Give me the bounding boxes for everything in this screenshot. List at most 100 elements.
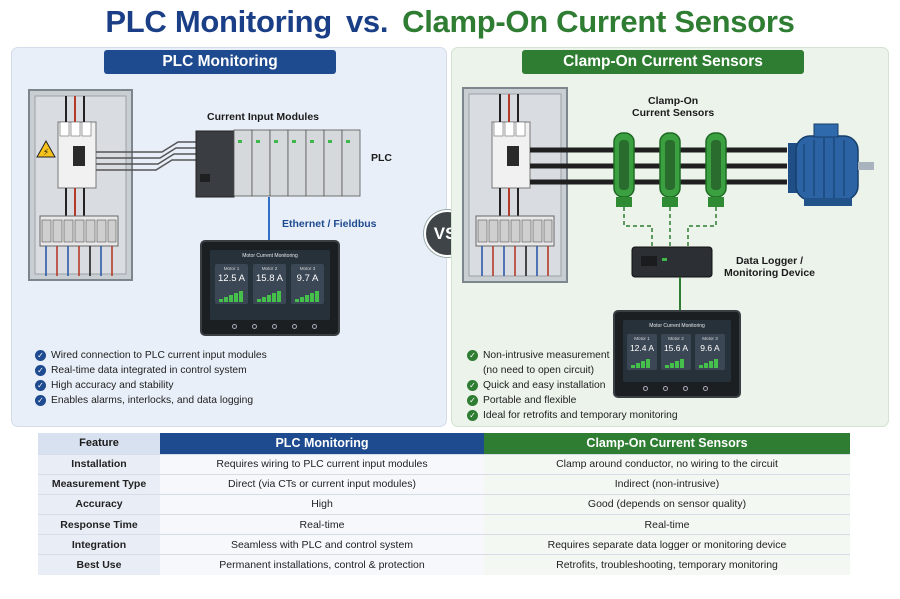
motor-card: Motor 1 12.5 A <box>215 264 248 304</box>
list-item: ✓High accuracy and stability <box>35 378 267 393</box>
feature-cell: Measurement Type <box>38 473 160 495</box>
list-item: ✓Non-intrusive measurement(no need to op… <box>467 348 678 378</box>
feature-cell: Best Use <box>38 554 160 576</box>
title-left: PLC Monitoring <box>105 4 332 39</box>
input-module <box>287 129 307 197</box>
check-icon: ✓ <box>467 380 478 391</box>
check-icon: ✓ <box>35 380 46 391</box>
table-row: Response Time Real-time Real-time <box>38 514 850 535</box>
motor-name: Motor 1 <box>223 266 240 271</box>
motor-current: 12.5 A <box>218 273 245 284</box>
motor-name: Motor 2 <box>668 336 684 341</box>
check-icon: ✓ <box>467 395 478 406</box>
table-row: Measurement Type Direct (via CTs or curr… <box>38 473 850 495</box>
input-module <box>233 129 253 197</box>
input-module <box>269 129 289 197</box>
clamp-sensor <box>659 132 681 207</box>
sensors-label: Clamp-On Current Sensors <box>632 95 715 119</box>
table-row: Integration Seamless with PLC and contro… <box>38 534 850 555</box>
list-item: ✓Ideal for retrofits and temporary monit… <box>467 408 678 423</box>
screen-buttons <box>615 386 739 393</box>
list-item: ✓Wired connection to PLC current input m… <box>35 348 267 363</box>
input-module <box>305 129 325 197</box>
warning-icon <box>36 139 56 158</box>
table-row: Accuracy High Good (depends on sensor qu… <box>38 493 850 515</box>
header-clamp: Clamp-On Current Sensors <box>484 433 850 454</box>
clamp-sensor-illustration <box>462 87 874 311</box>
plc-panel: PLC Monitoring ⚡ <box>11 47 447 427</box>
clamp-cell: Retrofits, troubleshooting, temporary mo… <box>484 554 850 576</box>
list-item: ✓Portable and flexible <box>467 393 678 408</box>
screen-title: Motor Current Monitoring <box>242 253 298 259</box>
plc-panel-header: PLC Monitoring <box>104 50 336 74</box>
clamp-panel: Clamp-On Current Sensors <box>451 47 889 427</box>
clamp-sensor <box>613 132 635 207</box>
clamp-sensor <box>705 132 727 207</box>
list-item: ✓Real-time data integrated in control sy… <box>35 363 267 378</box>
title-vs: vs. <box>345 4 389 39</box>
plc-cell: Seamless with PLC and control system <box>160 534 484 555</box>
motor-current: 15.8 A <box>256 273 283 284</box>
input-module <box>251 129 271 197</box>
electric-motor <box>788 123 874 206</box>
plc-cell: Direct (via CTs or current input modules… <box>160 473 484 495</box>
plc-cpu <box>195 130 235 198</box>
motor-card: Motor 1 12.4 A <box>627 334 657 370</box>
network-label: Ethernet / Fieldbus <box>282 218 377 230</box>
clamp-cell: Good (depends on sensor quality) <box>484 493 850 515</box>
motor-current: 15.6 A <box>663 343 689 353</box>
check-icon: ✓ <box>467 410 478 421</box>
list-item: ✓Quick and easy installation <box>467 378 678 393</box>
motor-card: Motor 2 15.8 A <box>253 264 286 304</box>
clamp-panel-header: Clamp-On Current Sensors <box>522 50 804 74</box>
logger-label: Data Logger / Monitoring Device <box>724 255 816 279</box>
clamp-benefits-list: ✓Non-intrusive measurement(no need to op… <box>467 348 678 423</box>
list-item: ✓Enables alarms, interlocks, and data lo… <box>35 393 267 408</box>
clamp-cell: Real-time <box>484 514 850 535</box>
motor-card: Motor 2 15.6 A <box>661 334 691 370</box>
page-title: PLC Monitoring vs. Clamp-On Current Sensor… <box>0 4 900 40</box>
data-logger <box>631 246 713 278</box>
feature-cell: Response Time <box>38 514 160 535</box>
check-icon: ✓ <box>35 350 46 361</box>
plc-benefits-list: ✓Wired connection to PLC current input m… <box>35 348 267 408</box>
svg-text:⚡: ⚡ <box>43 147 49 157</box>
check-icon: ✓ <box>467 350 478 361</box>
clamp-cell: Indirect (non-intrusive) <box>484 473 850 495</box>
plc-label: PLC <box>371 152 392 164</box>
motor-name: Motor 1 <box>634 336 650 341</box>
clamp-cell: Requires separate data logger or monitor… <box>484 534 850 555</box>
table-row: Best Use Permanent installations, contro… <box>38 554 850 576</box>
modules-label: Current Input Modules <box>207 111 319 123</box>
table-row: Installation Requires wiring to PLC curr… <box>38 453 850 475</box>
input-module <box>341 129 361 197</box>
motor-name: Motor 2 <box>261 266 278 271</box>
header-plc: PLC Monitoring <box>160 433 484 454</box>
comparison-table: Feature PLC Monitoring Clamp-On Current … <box>38 433 850 576</box>
motor-current: 12.4 A <box>629 343 655 353</box>
motor-name: Motor 3 <box>702 336 718 341</box>
feature-cell: Accuracy <box>38 493 160 515</box>
feature-cell: Installation <box>38 453 160 475</box>
plc-cell: High <box>160 493 484 515</box>
motor-current: 9.6 A <box>700 343 720 353</box>
plc-cell: Permanent installations, control & prote… <box>160 554 484 576</box>
table-header-row: Feature PLC Monitoring Clamp-On Current … <box>38 433 850 454</box>
motor-name: Motor 3 <box>299 266 316 271</box>
check-icon: ✓ <box>35 395 46 406</box>
motor-current: 9.7 A <box>296 273 319 284</box>
header-feature: Feature <box>38 433 160 454</box>
screen-title: Motor Current Monitoring <box>649 323 705 329</box>
plc-wiring-illustration: ⚡ <box>28 89 361 281</box>
input-module <box>323 129 343 197</box>
check-icon: ✓ <box>35 365 46 376</box>
motor-card: Motor 3 9.7 A <box>291 264 324 304</box>
clamp-cell: Clamp around conductor, no wiring to the… <box>484 453 850 475</box>
plc-cell: Real-time <box>160 514 484 535</box>
plc-cell: Requires wiring to PLC current input mod… <box>160 453 484 475</box>
title-right: Clamp-On Current Sensors <box>402 4 795 39</box>
motor-card: Motor 3 9.6 A <box>695 334 725 370</box>
screen-buttons <box>202 324 338 331</box>
monitoring-screen: Motor Current Monitoring Motor 1 12.4 A … <box>613 310 741 398</box>
